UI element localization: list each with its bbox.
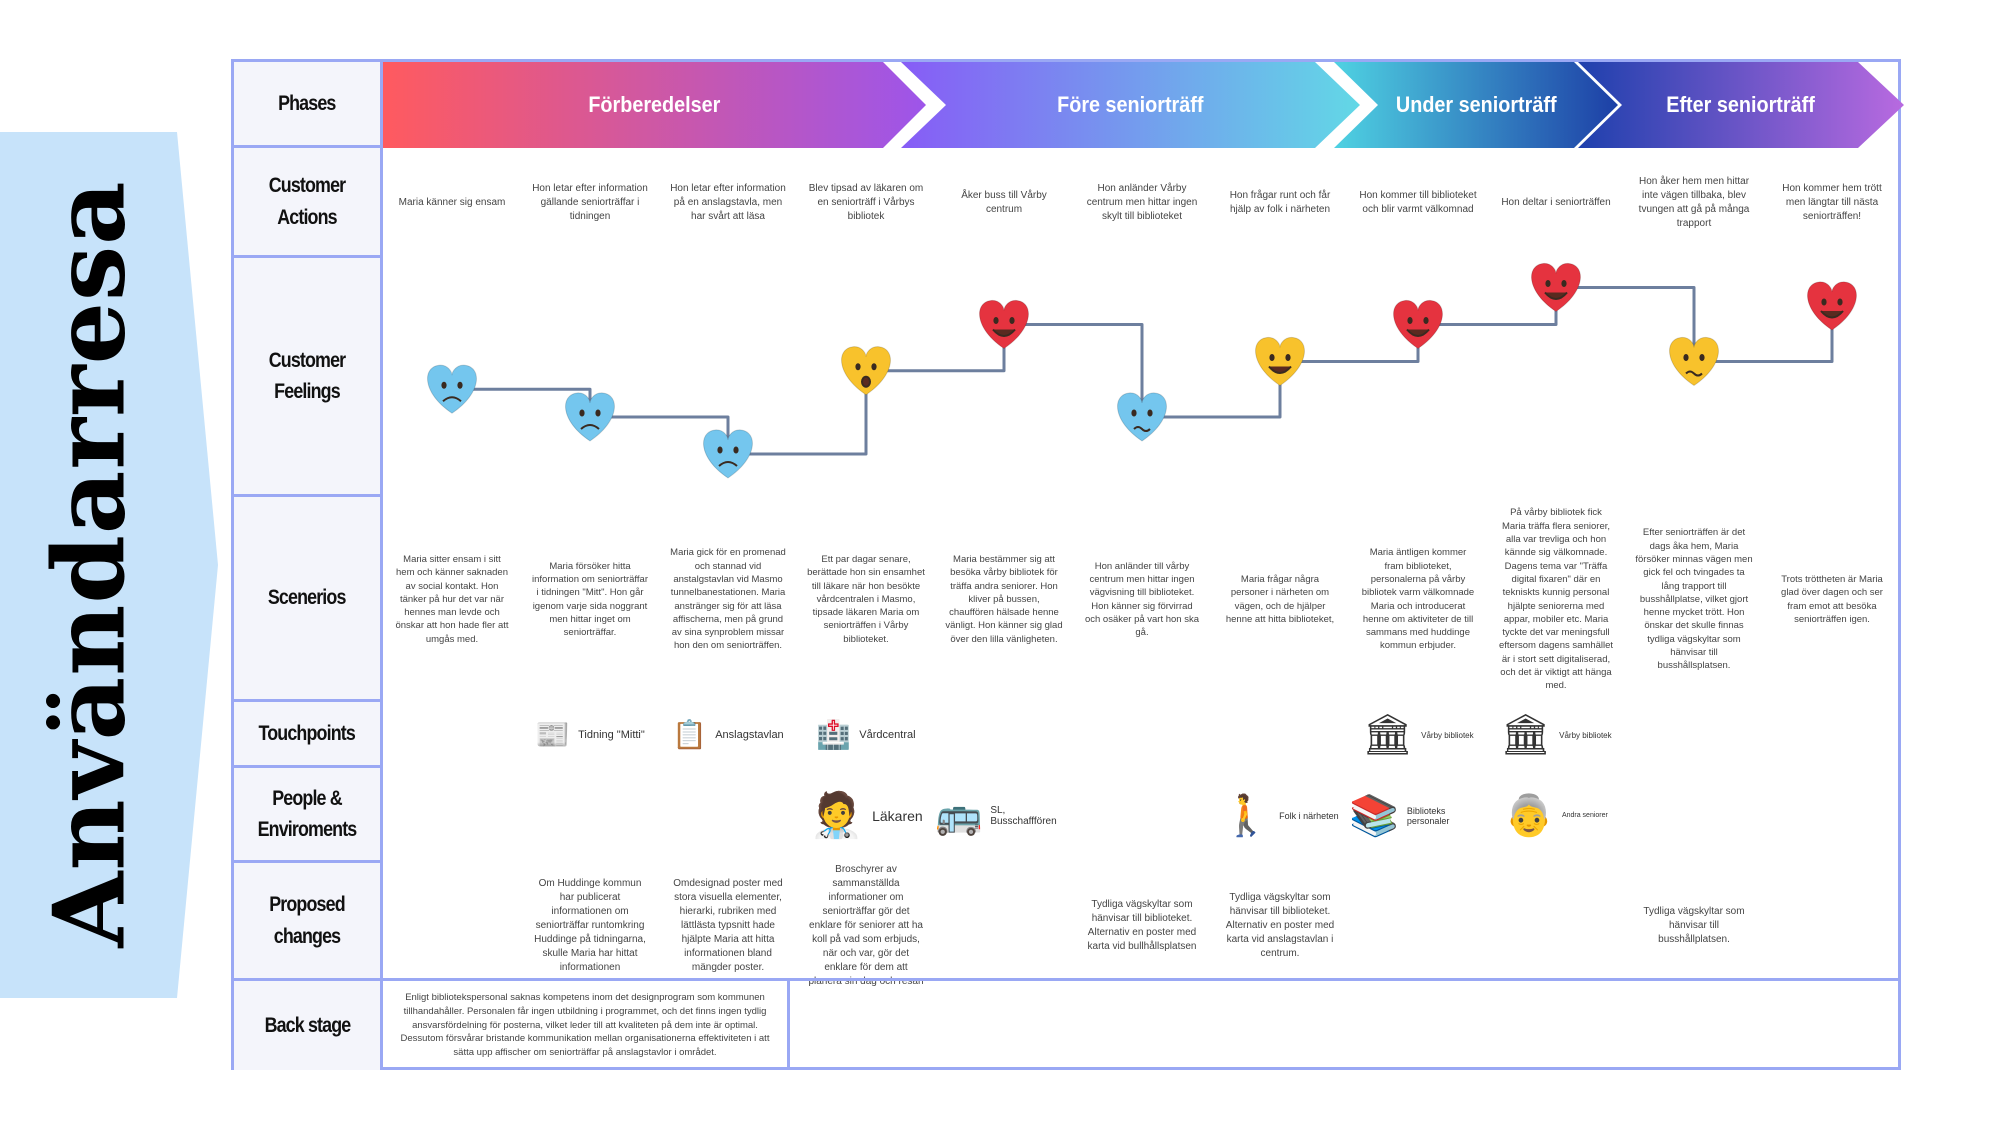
- person-library-staff: 📚Biblioteks personaler: [1349, 793, 1450, 838]
- person-bus-driver: 🚌SL, Busschafffören: [935, 794, 1057, 837]
- people-icon: 🚶: [1221, 793, 1272, 838]
- library-icon: 🏛: [1500, 713, 1552, 757]
- scenario: Efter seniorträffen är det dags åka hem,…: [1635, 527, 1753, 672]
- phase-fore-seniortraff: Före seniorträff: [901, 62, 1360, 148]
- scenario: Ett par dagar senare, berättade hon sin …: [807, 553, 925, 645]
- customer-action: Hon letar efter information på en anslag…: [670, 183, 786, 222]
- heart-happy-icon: [979, 299, 1029, 350]
- scenario: Maria bestämmer sig att besöka vårby bib…: [945, 553, 1063, 645]
- journey-side-banner: [0, 132, 218, 998]
- heart-happy-icon: [1255, 336, 1305, 387]
- customer-action: Hon deltar i seniorträffen: [1501, 197, 1611, 208]
- people-environments-row: 🧑‍⚕️Läkaren 🚌SL, Busschafffören 🚶Folk i …: [383, 768, 1901, 863]
- customer-action: Hon anländer Vårby centrum men hittar in…: [1086, 183, 1198, 222]
- label-phases: Phases: [234, 62, 383, 148]
- library-icon: 🏛: [1362, 713, 1414, 757]
- customer-action: Hon frågar runt och får hjälp av folk i …: [1229, 190, 1331, 215]
- customer-action: Hon kommer till biblioteket och blir var…: [1359, 190, 1477, 215]
- label-proposed-changes: Proposed changes: [234, 863, 383, 981]
- bus-icon: 🚌: [935, 794, 983, 837]
- heart-happy-icon: [1531, 262, 1581, 313]
- heart-sad-icon: [703, 429, 753, 479]
- hospital-icon: 🏥: [816, 719, 852, 750]
- scenario: På vårby bibliotek fick Maria träffa fle…: [1498, 507, 1614, 692]
- touchpoint-library: 🏛Vårby bibliotek: [1362, 713, 1474, 757]
- scenario: Maria gick för en promenad och stannad v…: [670, 547, 786, 652]
- back-stage-text: Enligt bibliotekspersonal saknas kompete…: [383, 981, 790, 1070]
- scenario: Maria äntligen kommer fram biblioteket, …: [1361, 547, 1475, 652]
- seniors-icon: 👵: [1504, 793, 1554, 838]
- heart-happy-icon: [1393, 299, 1443, 350]
- scenario: Trots tröttheten är Maria glad över dage…: [1781, 573, 1883, 625]
- librarians-icon: 📚: [1349, 793, 1399, 838]
- scenario: Maria försöker hitta information om seni…: [532, 560, 648, 639]
- proposed-change: Omdesignad poster med stora visuella ele…: [673, 878, 783, 973]
- person-doctor: 🧑‍⚕️Läkaren: [809, 790, 923, 840]
- touchpoint-library: 🏛Vårby bibliotek: [1500, 713, 1612, 757]
- scenario: Maria sitter ensam i sitt hem och känner…: [395, 553, 509, 645]
- customer-action: Hon kommer hem trött men längtar till nä…: [1782, 183, 1882, 222]
- customer-action: Hon åker hem men hittar inte vägen tillb…: [1638, 176, 1750, 229]
- label-touchpoints: Touchpoints: [234, 702, 383, 768]
- scenario: Hon anländer till vårby centrum men hitt…: [1084, 560, 1200, 639]
- customer-actions-row: Maria känner sig ensam Hon letar efter in…: [383, 148, 1901, 258]
- divider: [383, 978, 1901, 981]
- customer-action: Hon letar efter information gällande sen…: [532, 183, 648, 222]
- label-people-environments: People & Enviroments: [234, 768, 383, 863]
- customer-feelings-graph: [427, 262, 1857, 479]
- page-title: Användarresa: [32, 180, 148, 948]
- newspaper-icon: 📰: [535, 719, 571, 750]
- touchpoint-newspaper: 📰Tidning "Mitti": [535, 719, 645, 750]
- proposed-change: Broschyrer av sammanställda informatione…: [808, 864, 924, 987]
- customer-action: Åker buss till Vårby centrum: [961, 190, 1047, 215]
- heart-happy-icon: [1807, 281, 1857, 331]
- proposed-change: Om Huddinge kommun har publicerat inform…: [534, 878, 646, 973]
- label-customer-feelings: Customer Feelings: [234, 258, 383, 497]
- heart-worried-icon: [1117, 392, 1167, 442]
- person-people-nearby: 🚶Folk i närheten: [1221, 793, 1339, 838]
- scenarios-row: Maria sitter ensam i sitt hem och känner…: [383, 497, 1901, 702]
- customer-action: Blev tipsad av läkaren om en seniorträff…: [808, 183, 924, 222]
- label-customer-actions: Customer Actions: [234, 148, 383, 258]
- proposed-change: Tydliga vägskyltar som hänvisar till bib…: [1225, 892, 1335, 959]
- doctor-icon: 🧑‍⚕️: [809, 790, 865, 840]
- journey-map: Phases Customer Actions Customer Feeling…: [231, 59, 1904, 1070]
- scenario: Maria frågar några personer i närheten o…: [1225, 573, 1335, 625]
- person-other-seniors: 👵Andra seniorer: [1504, 793, 1608, 838]
- customer-action: Maria känner sig ensam: [398, 197, 506, 208]
- phase-forberedelser: Förberedelser: [383, 62, 926, 148]
- proposed-change: Tydliga vägskyltar som hänvisar till bus…: [1643, 906, 1745, 945]
- heart-surprised-icon: [841, 346, 891, 396]
- notice-board-icon: 📋: [672, 719, 708, 750]
- proposed-changes-row: Om Huddinge kommun har publicerat inform…: [383, 863, 1901, 987]
- heart-sad-icon: [427, 364, 477, 414]
- label-scenarios: Scenerios: [234, 497, 383, 702]
- proposed-change: Tydliga vägskyltar som hänvisar till bib…: [1087, 899, 1197, 952]
- touchpoint-notice-board: 📋Anslagstavlan: [672, 719, 784, 750]
- touchpoint-health-center: 🏥Vårdcentral: [816, 719, 916, 750]
- phase-efter-seniortraff: Efter seniorträff: [1578, 62, 1904, 148]
- touchpoints-row: 📰Tidning "Mitti" 📋Anslagstavlan 🏥Vårdcen…: [383, 702, 1901, 768]
- phase-under-seniortraff: Under seniorträff: [1334, 62, 1618, 148]
- label-back-stage: Back stage: [234, 981, 383, 1070]
- heart-crying-icon: [565, 392, 615, 442]
- heart-worried-icon: [1669, 336, 1719, 387]
